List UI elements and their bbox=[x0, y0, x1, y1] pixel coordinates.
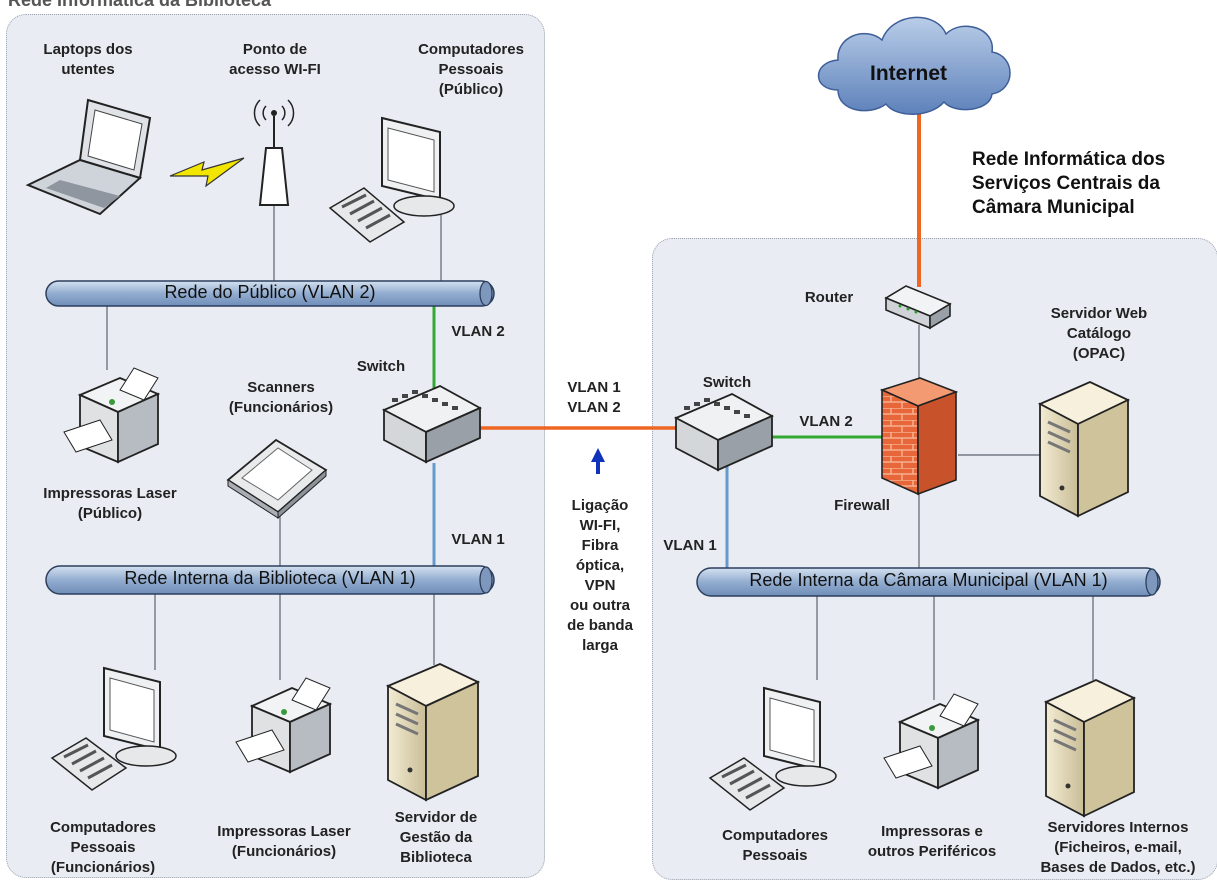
scanners-label: Scanners (Funcionários) bbox=[228, 379, 334, 416]
up-arrow-icon bbox=[591, 448, 605, 474]
central-network-title: Rede Informática dos Serviços Centrais d… bbox=[972, 149, 1166, 218]
web-server-icon bbox=[1037, 381, 1131, 518]
library-server-label: Servidor de Gestão da Biblioteca bbox=[394, 809, 478, 866]
internet-label: Internet bbox=[870, 62, 948, 85]
staff-printer-icon bbox=[235, 677, 333, 774]
central-printer-icon bbox=[883, 693, 981, 790]
public-printers-label: Impressoras Laser (Público) bbox=[43, 485, 177, 522]
vlan2-left-label: VLAN 2 bbox=[451, 323, 505, 340]
trunk-label: VLAN 1 VLAN 2 bbox=[567, 379, 621, 416]
central-switch-label: Switch bbox=[702, 374, 752, 391]
central-printers-label: Impressoras e outros Periféricos bbox=[867, 823, 997, 860]
internal-library-bus bbox=[45, 565, 495, 595]
vlan1-left-label: VLAN 1 bbox=[451, 531, 505, 548]
staff-pcs-label: Computadores Pessoais (Funcionários) bbox=[50, 819, 156, 876]
laptop-icon bbox=[25, 98, 152, 216]
scanner-icon bbox=[226, 438, 328, 520]
library-switch-icon bbox=[381, 384, 483, 464]
public-bus-label: Rede do Público (VLAN 2) bbox=[164, 282, 376, 302]
public-bus bbox=[45, 280, 495, 307]
router-icon bbox=[884, 285, 952, 330]
internal-servers-label: Servidores Internos (Ficheiros, e-mail, … bbox=[1040, 819, 1196, 876]
staff-pc-icon bbox=[50, 666, 177, 791]
staff-printers-label: Impressoras Laser (Funcionários) bbox=[217, 823, 351, 860]
web-server-label: Servidor Web Catálogo (OPAC) bbox=[1050, 305, 1148, 362]
wifi-ap-label: Ponto de acesso WI-FI bbox=[229, 41, 321, 78]
internal-servers-icon bbox=[1043, 679, 1137, 818]
firewall-icon bbox=[879, 377, 959, 496]
library-drop-lines bbox=[106, 205, 442, 680]
connection-note: Ligação WI-FI, Fibra óptica, VPN ou outr… bbox=[567, 497, 633, 654]
library-server-icon bbox=[385, 663, 481, 802]
router-label: Router bbox=[804, 289, 854, 306]
wireless-lightning-icon bbox=[169, 157, 245, 188]
firewall-label: Firewall bbox=[834, 497, 890, 514]
public-printer-icon bbox=[63, 367, 161, 464]
public-pcs-label: Computadores Pessoais (Público) bbox=[418, 41, 524, 98]
library-switch-label: Switch bbox=[356, 358, 406, 375]
wifi-access-point-icon bbox=[253, 99, 295, 206]
internet-cloud-icon bbox=[817, 16, 1011, 115]
internal-city-bus-label: Rede Interna da Câmara Municipal (VLAN 1… bbox=[749, 570, 1108, 590]
central-pc-icon bbox=[708, 686, 837, 811]
central-switch-icon bbox=[673, 392, 775, 472]
internal-city-bus bbox=[696, 567, 1161, 597]
central-drop-lines bbox=[816, 325, 1094, 700]
internal-library-bus-label: Rede Interna da Biblioteca (VLAN 1) bbox=[124, 568, 416, 588]
central-pcs-label: Computadores Pessoais bbox=[722, 827, 828, 864]
public-pc-icon bbox=[328, 116, 455, 243]
laptops-label: Laptops dos utentes bbox=[43, 41, 133, 78]
vlan2-right-label: VLAN 2 bbox=[799, 413, 853, 430]
vlan1-right-label: VLAN 1 bbox=[663, 537, 717, 554]
library-network-title: Rede Informática da Biblioteca bbox=[8, 0, 272, 10]
